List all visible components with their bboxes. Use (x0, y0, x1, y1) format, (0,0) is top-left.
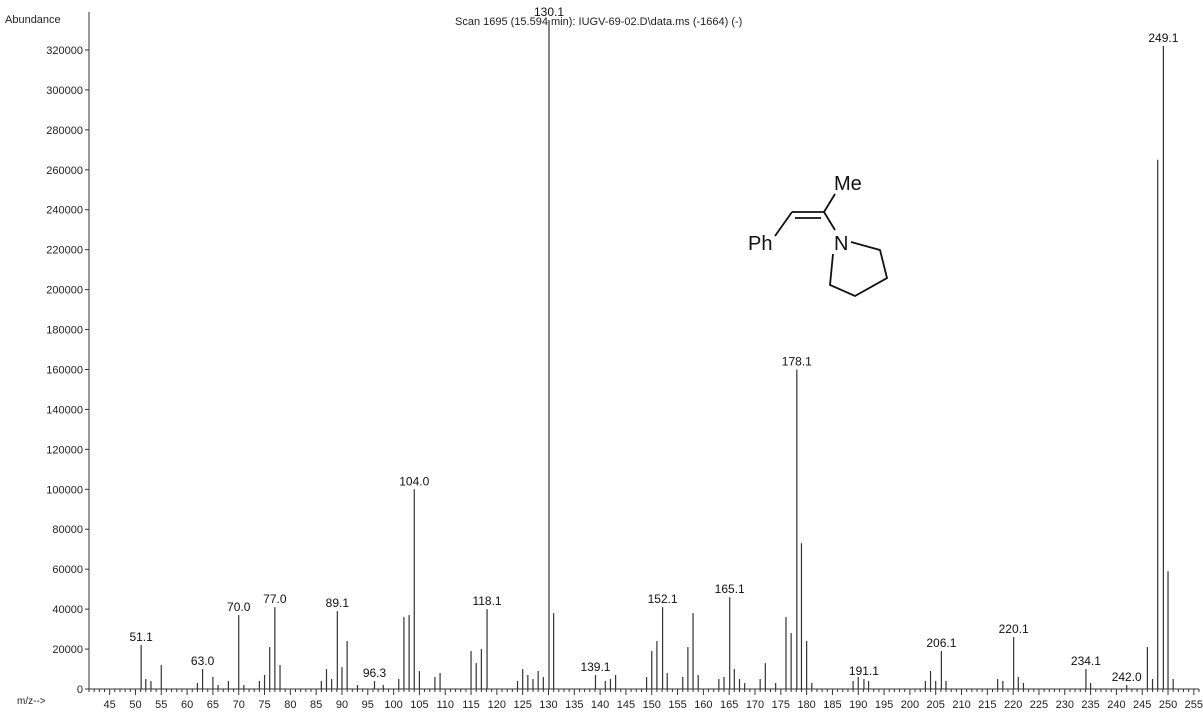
y-tick-label: 240000 (46, 205, 83, 217)
peak-labels: 51.1 63.0 70.0 77.0 89.1 96.3 104.0 118.1 130.1 1… (129, 5, 1178, 684)
y-tick-label: 280000 (46, 125, 83, 137)
peak-label: 242.0 (1112, 670, 1142, 684)
nitrogen-label: N (834, 233, 848, 255)
y-tick-label: 0 (77, 684, 83, 696)
peak-label: 70.0 (227, 600, 251, 614)
x-tick-label: 90 (336, 699, 348, 711)
x-tick-label: 195 (875, 699, 893, 711)
pyrrolidine-ring (829, 241, 889, 298)
x-tick-label: 65 (207, 699, 219, 711)
x-tick-label: 150 (643, 699, 661, 711)
enamine-structure: Me Ph N (748, 173, 889, 298)
peak-label: 104.0 (399, 474, 429, 488)
phenyl-label: Ph (748, 233, 772, 255)
x-tick-label: 75 (258, 699, 270, 711)
x-tick-label: 140 (591, 699, 609, 711)
bond-c2-n (823, 211, 836, 231)
x-tick-label: 160 (694, 699, 712, 711)
methyl-label: Me (834, 173, 862, 195)
y-tick-label: 20000 (52, 644, 83, 656)
y-tick-label: 100000 (46, 484, 83, 496)
peak-label: 206.1 (926, 636, 956, 650)
x-tick-label: 60 (181, 699, 193, 711)
axes: 0 20000 40000 60000 80000 100000 120000 140000 1… (46, 12, 1203, 711)
peak-label: 191.1 (849, 664, 879, 678)
x-tick-label: 110 (436, 699, 454, 711)
y-tick-label: 180000 (46, 325, 83, 337)
y-tick-label: 120000 (46, 444, 83, 456)
x-tick-label: 230 (1056, 699, 1074, 711)
peak-label: 96.3 (363, 666, 387, 680)
x-tick-label: 205 (927, 699, 945, 711)
x-tick-label: 250 (1159, 699, 1177, 711)
y-axis-label: Abundance (5, 14, 61, 26)
x-tick-label: 145 (617, 699, 635, 711)
x-tick-label: 180 (797, 699, 815, 711)
x-axis-label: m/z--> (17, 696, 46, 707)
y-tick-label: 200000 (46, 285, 83, 297)
peaks (140, 20, 1174, 689)
peak-label: 139.1 (580, 660, 610, 674)
x-tick-label: 200 (901, 699, 919, 711)
bond-ph-c1 (774, 211, 793, 237)
y-tick-label: 60000 (52, 564, 83, 576)
x-tick-label: 210 (952, 699, 970, 711)
bond-c2-me (823, 193, 836, 213)
y-tick-label: 260000 (46, 165, 83, 177)
x-tick-label: 240 (1107, 699, 1125, 711)
x-tick-label: 215 (978, 699, 996, 711)
x-tick-label: 50 (129, 699, 141, 711)
x-tick-label: 105 (410, 699, 428, 711)
x-tick-label: 165 (720, 699, 738, 711)
x-tick-label: 55 (155, 699, 167, 711)
peak-label: 118.1 (472, 594, 501, 608)
x-tick-label: 235 (1081, 699, 1099, 711)
x-tick-label: 70 (233, 699, 245, 711)
x-tick-label: 115 (462, 699, 480, 711)
x-tick-label: 170 (746, 699, 764, 711)
x-tick-label: 220 (1004, 699, 1022, 711)
x-tick-label: 85 (310, 699, 322, 711)
x-tick-label: 45 (104, 699, 116, 711)
x-tick-label: 130 (539, 699, 557, 711)
peak-label: 178.1 (782, 354, 812, 368)
x-tick-label: 185 (823, 699, 841, 711)
peak-label: 51.1 (129, 630, 153, 644)
peak-label: 130.1 (534, 5, 564, 19)
peak-label: 77.0 (263, 592, 287, 606)
peak-label: 152.1 (648, 592, 678, 606)
x-tick-label: 175 (772, 699, 790, 711)
y-tick-label: 80000 (52, 524, 83, 536)
x-tick-label: 100 (384, 699, 402, 711)
x-tick-label: 120 (488, 699, 506, 711)
x-tick-label: 255 (1185, 699, 1203, 711)
x-tick-label: 225 (1030, 699, 1048, 711)
y-tick-label: 300000 (46, 85, 83, 97)
y-tick-label: 160000 (46, 364, 83, 376)
x-tick-label: 190 (849, 699, 867, 711)
y-tick-label: 320000 (46, 45, 83, 57)
peak-label: 249.1 (1148, 31, 1178, 45)
x-tick-label: 125 (513, 699, 531, 711)
peak-label: 89.1 (326, 596, 350, 610)
x-tick-label: 80 (284, 699, 296, 711)
peak-label: 165.1 (715, 582, 745, 596)
y-tick-label: 140000 (46, 404, 83, 416)
y-tick-label: 40000 (52, 604, 83, 616)
x-tick-label: 245 (1133, 699, 1151, 711)
x-tick-label: 95 (362, 699, 374, 711)
y-tick-label: 220000 (46, 245, 83, 257)
peak-label: 220.1 (999, 622, 1029, 636)
x-tick-label: 135 (565, 699, 583, 711)
peak-label: 63.0 (191, 654, 215, 668)
peak-label: 234.1 (1071, 654, 1101, 668)
x-tick-label: 155 (668, 699, 686, 711)
chart-title: Scan 1695 (15.594 min): IUGV-69-02.D\dat… (455, 16, 743, 28)
